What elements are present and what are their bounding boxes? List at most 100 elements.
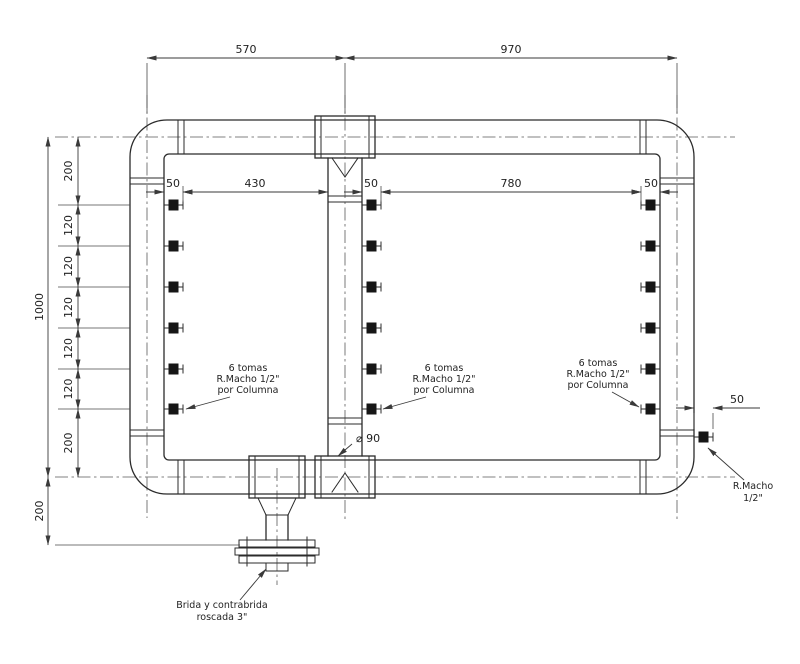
dim-left-chain: 200 120 120 120 120 120 200 — [62, 136, 81, 478]
tap-stem — [693, 432, 714, 442]
dim-text-chain-5: 120 — [62, 379, 75, 400]
dim-left-overall: 1000 — [33, 136, 51, 478]
note-bottom-right-tap: R.Macho 1/2" — [707, 447, 773, 504]
tap-stem — [361, 241, 382, 251]
drain-tee-body — [248, 455, 306, 499]
tap-stem — [640, 364, 661, 374]
note-column-middle: 6 tomas R.Macho 1/2" por Columna — [382, 363, 476, 410]
tap-square — [645, 199, 656, 211]
note-line: 6 tomas — [579, 358, 618, 369]
tap-square — [168, 281, 179, 293]
note-line: R.Macho 1/2" — [566, 369, 629, 380]
tap-stem — [640, 404, 661, 414]
tap-square — [645, 363, 656, 375]
dim-text-570: 570 — [236, 43, 257, 56]
tap-square — [645, 240, 656, 252]
dim-text-chain-2: 120 — [62, 256, 75, 277]
tap-square — [366, 322, 377, 334]
tap-stem — [163, 241, 184, 251]
note-column-left: 6 tomas R.Macho 1/2" por Columna — [185, 363, 280, 410]
dim-top: 570 970 — [146, 43, 678, 113]
dim-text-chain-4: 120 — [62, 338, 75, 359]
dim-text-chain-0: 200 — [62, 161, 75, 182]
middle-column-walls — [327, 157, 363, 457]
tap-bottom-right — [693, 431, 714, 443]
bottom-tee-cone — [331, 472, 359, 493]
tap-square — [168, 403, 179, 415]
note-line: R.Macho 1/2" — [216, 374, 279, 385]
flange-assembly — [234, 536, 320, 572]
dim-bottom-left: 200 — [33, 476, 240, 546]
note-flange: Brida y contrabrida roscada 3" — [176, 568, 268, 623]
tap-stem — [640, 200, 661, 210]
note-line: 6 tomas — [425, 363, 464, 374]
dim-text-430: 430 — [245, 177, 266, 190]
tap-square — [366, 403, 377, 415]
tap-square — [645, 322, 656, 334]
tap-column-middle — [361, 199, 382, 415]
tap-square — [698, 431, 709, 443]
tap-square — [366, 363, 377, 375]
tap-square — [366, 240, 377, 252]
dim-text-50-mid: 50 — [364, 177, 378, 190]
dia-90-label: ⌀ 90 — [356, 432, 380, 445]
note-line: por Columna — [568, 380, 629, 391]
dim-text-780: 780 — [501, 177, 522, 190]
tap-square — [168, 240, 179, 252]
dim-bottom-right-tap: 50 — [676, 393, 760, 429]
tap-stem — [361, 282, 382, 292]
leader-line — [611, 391, 640, 408]
dim-text-50-left: 50 — [166, 177, 180, 190]
centerlines — [55, 95, 735, 585]
tap-column-left — [163, 199, 184, 415]
dim-text-970: 970 — [501, 43, 522, 56]
tap-stem — [361, 364, 382, 374]
tap-square — [645, 281, 656, 293]
drain-tee-collars — [254, 455, 300, 499]
tap-square — [168, 363, 179, 375]
dim-text-1000: 1000 — [33, 293, 46, 321]
tap-stem — [361, 200, 382, 210]
pipe-inner-wall — [163, 153, 661, 461]
pipe-outer-wall — [129, 119, 695, 495]
drain-reducer — [257, 497, 297, 516]
top-tee-body — [314, 115, 376, 159]
tap-column-right — [640, 199, 661, 415]
tap-stem — [640, 323, 661, 333]
dim-text-chain-3: 120 — [62, 297, 75, 318]
dim-text-chain-6: 200 — [62, 433, 75, 454]
flange-plate — [238, 539, 316, 548]
dim-extension — [146, 63, 678, 113]
dim-text-50-right: 50 — [644, 177, 658, 190]
flange-plate — [234, 547, 320, 556]
label-diameter: ⌀ 90 — [337, 432, 380, 457]
leader-line — [239, 568, 267, 601]
bottom-tee-collars — [320, 455, 370, 499]
dim-inner-top: 50 430 50 780 50 — [146, 177, 678, 202]
leader-line — [185, 396, 231, 410]
flange-bolts — [246, 536, 308, 567]
tap-stem — [163, 364, 184, 374]
tap-square — [168, 199, 179, 211]
tap-square — [645, 403, 656, 415]
note-line: R.Macho 1/2" — [412, 374, 475, 385]
dim-text-50-br: 50 — [730, 393, 744, 406]
flange-plate — [238, 555, 316, 564]
leader-line — [707, 447, 745, 481]
drain-pipe — [265, 514, 289, 541]
tap-stem — [163, 404, 184, 414]
dim-extension — [693, 413, 714, 429]
tap-stem — [640, 282, 661, 292]
top-tee — [314, 115, 376, 178]
pipe-frame — [129, 119, 695, 495]
tap-square — [366, 199, 377, 211]
tap-stem — [361, 404, 382, 414]
note-line: 6 tomas — [229, 363, 268, 374]
note-line: 1/2" — [743, 493, 763, 504]
note-line: roscada 3" — [197, 612, 248, 623]
note-column-right: 6 tomas R.Macho 1/2" por Columna — [566, 358, 640, 408]
tap-stem — [163, 200, 184, 210]
fitting-collars — [130, 120, 694, 494]
